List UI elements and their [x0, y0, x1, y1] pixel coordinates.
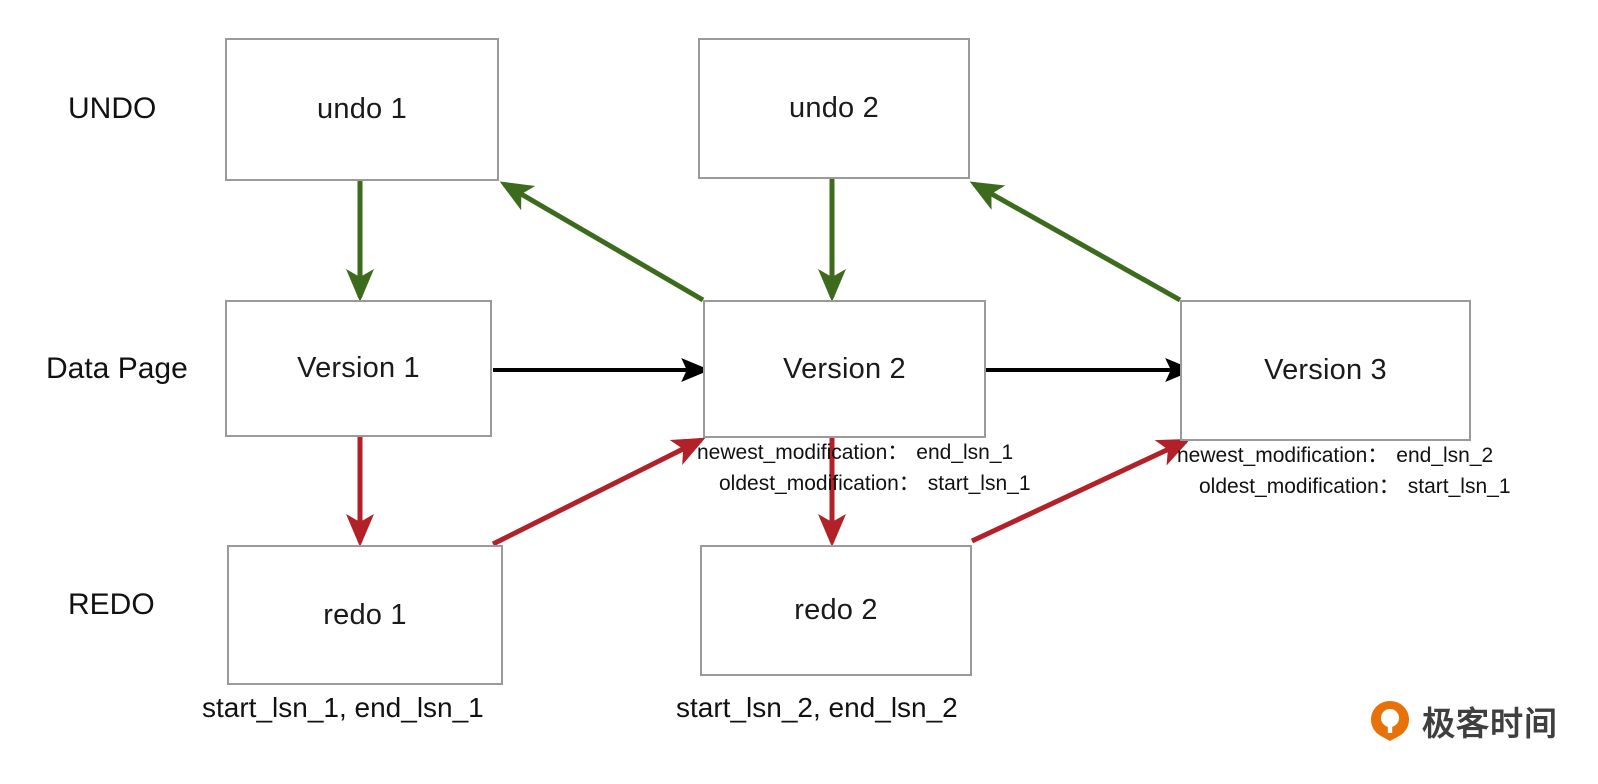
arrow-version3-to-undo2 [969, 181, 1182, 303]
redo-row-label: REDO [68, 588, 155, 621]
undo-1-box[interactable]: undo 1 [225, 38, 499, 181]
redo-2-box[interactable]: redo 2 [700, 545, 972, 676]
version-1-box[interactable]: Version 1 [225, 300, 492, 437]
redo-2-label: redo 2 [794, 594, 878, 626]
redo-1-label: redo 1 [323, 598, 407, 631]
version-2-newest-modification-value: end_lsn_1 [916, 441, 1014, 464]
version-2-label: Version 2 [783, 352, 906, 385]
redo-2-caption: start_lsn_2, end_lsn_2 [676, 692, 958, 723]
version-3-label: Version 3 [1264, 354, 1387, 386]
undo-1-label: undo 1 [317, 93, 407, 125]
version-1-label: Version 1 [297, 352, 420, 384]
version-2-oldest-modification-value: start_lsn_1 [927, 472, 1031, 495]
version-2-box[interactable]: Version 2 [703, 300, 986, 438]
undo-row-label: UNDO [68, 92, 157, 125]
geektime-watermark: 极客时间 [1368, 697, 1558, 745]
redo-1-box[interactable]: redo 1 [227, 545, 503, 685]
version-3-newest-modification-value: end_lsn_2 [1396, 444, 1494, 467]
geektime-logo-icon [1371, 701, 1409, 741]
version-2-annotation: newest_modification： end_lsn_1 oldest_mod… [697, 437, 1031, 499]
undo-2-label: undo 2 [789, 92, 879, 124]
undo-2-box[interactable]: undo 2 [698, 38, 970, 179]
version-3-box[interactable]: Version 3 [1180, 300, 1471, 441]
redo-1-caption: start_lsn_1, end_lsn_1 [202, 692, 484, 723]
data-page-row-label: Data Page [46, 352, 188, 385]
geektime-watermark-text: 极客时间 [1422, 704, 1558, 743]
arrow-version2-to-undo1 [499, 181, 705, 303]
version-2-newest-modification-label: newest_modification： [697, 441, 909, 464]
version-2-oldest-modification-label: oldest_modification： [719, 472, 920, 495]
version-3-oldest-modification-label: oldest_modification： [1199, 475, 1400, 498]
version-2-oldest-modification-row: oldest_modification： start_lsn_1 [697, 468, 1031, 499]
version-2-newest-modification-row: newest_modification： end_lsn_1 [697, 437, 1031, 468]
version-3-oldest-modification-value: start_lsn_1 [1407, 475, 1511, 498]
version-3-annotation: newest_modification： end_lsn_2 oldest_mod… [1177, 440, 1511, 502]
arrow-redo1-to-version2 [491, 437, 706, 547]
version-3-newest-modification-label: newest_modification： [1177, 444, 1389, 467]
version-3-oldest-modification-row: oldest_modification： start_lsn_1 [1177, 471, 1511, 502]
version-3-newest-modification-row: newest_modification： end_lsn_2 [1177, 440, 1511, 471]
